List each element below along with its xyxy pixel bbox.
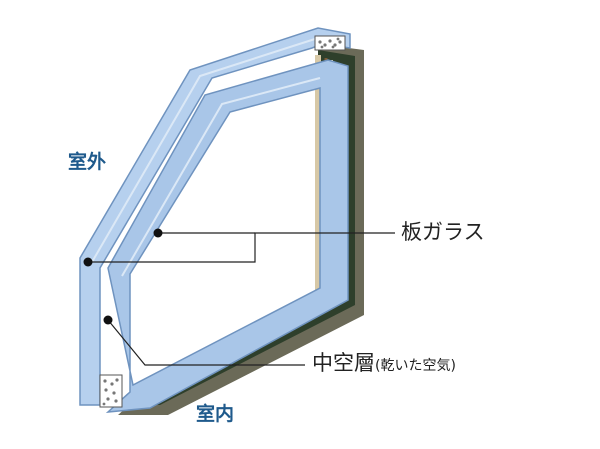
label-air-layer-group: 中空層(乾いた空気)	[312, 353, 456, 374]
desiccant-bottom	[102, 378, 119, 406]
leader-line-air-layer	[107, 319, 305, 366]
leader-line-plate-glass	[88, 232, 395, 263]
marker-dot-outer-glass	[83, 257, 93, 267]
spacer-section-bottom	[99, 374, 123, 408]
label-air-layer-note: (乾いた空気)	[375, 358, 456, 374]
glass-edge-highlight	[91, 37, 319, 263]
label-indoor: 室内	[196, 403, 235, 425]
desiccant-top	[318, 37, 342, 49]
label-outdoor: 室外	[68, 151, 107, 173]
label-plate-glass: 板ガラス	[401, 220, 485, 244]
marker-dot-inner-glass	[153, 228, 163, 238]
label-air-layer: 中空層	[312, 351, 375, 375]
glass-edge-highlight-inner	[121, 77, 321, 277]
marker-dot-air-layer	[103, 315, 113, 325]
